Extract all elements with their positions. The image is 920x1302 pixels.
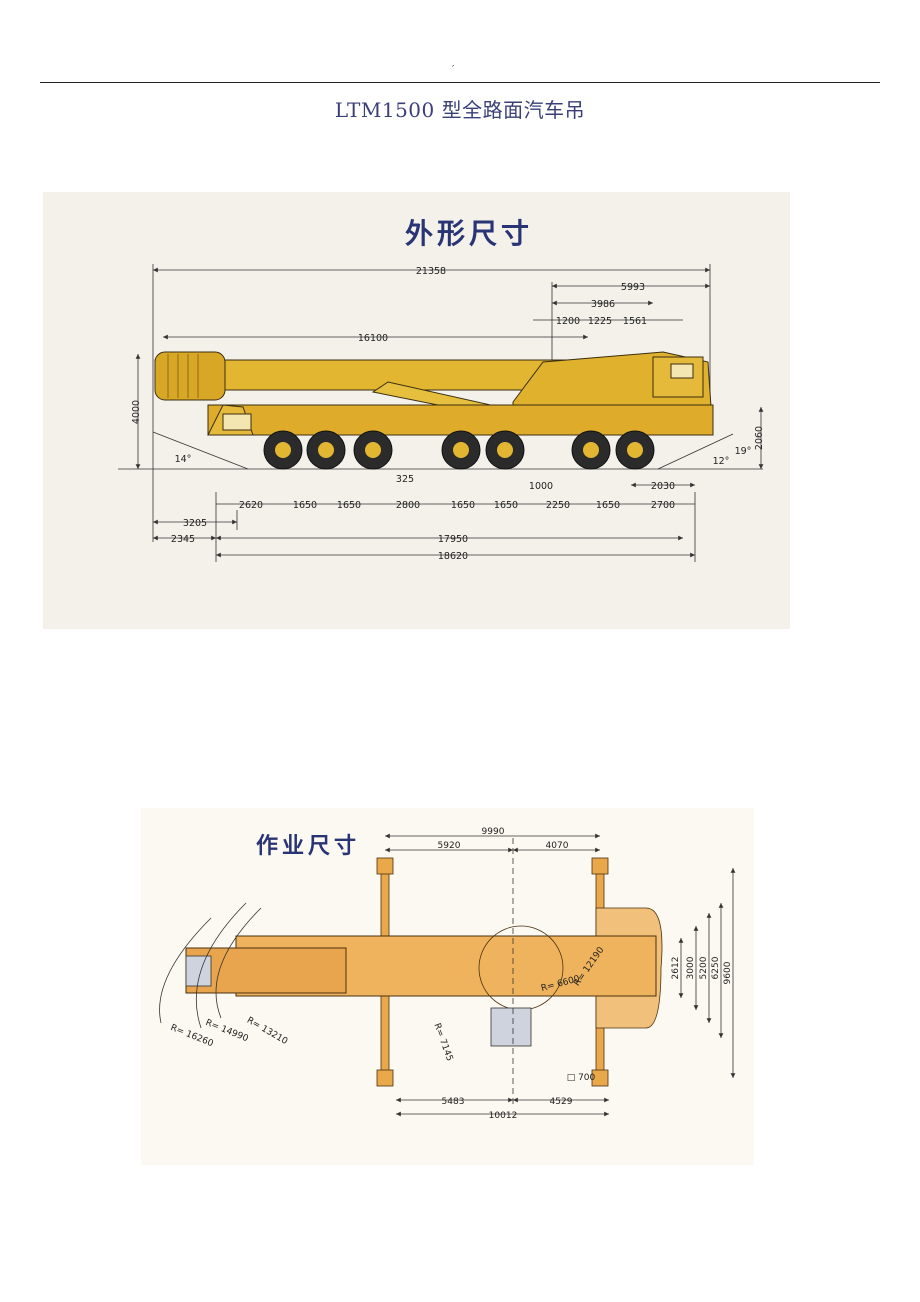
axle-2250: 2250 — [546, 500, 570, 511]
dim-2345: 2345 — [171, 534, 195, 545]
dim-4529: 4529 — [550, 1097, 573, 1107]
working-dimensions-title: 作业尺寸 — [256, 834, 361, 859]
header-rule — [40, 82, 880, 83]
dim-9990: 9990 — [482, 827, 505, 837]
ground-clearance: 325 — [396, 474, 414, 485]
dim-10012: 10012 — [489, 1111, 518, 1121]
header-mark: ′ — [452, 64, 455, 75]
dim-5483: 5483 — [442, 1097, 465, 1107]
dim-3000: 3000 — [686, 956, 696, 979]
axle-1650-e: 1650 — [596, 500, 620, 511]
dim-2030: 2030 — [651, 481, 675, 492]
axle-2620: 2620 — [239, 500, 263, 511]
radius-13210: R= 13210 — [245, 1016, 289, 1047]
axle-1650-d: 1650 — [494, 500, 518, 511]
dim-16100: 16100 — [358, 333, 388, 344]
dim-1561: 1561 — [623, 316, 647, 327]
document-title: LTM1500 型全路面汽车吊 — [334, 98, 586, 122]
exterior-dimensions-title: 外形尺寸 — [405, 217, 534, 250]
dim-1225: 1225 — [588, 316, 612, 327]
approach-angle-19: 19° — [735, 446, 752, 457]
dim-3205: 3205 — [183, 518, 207, 529]
dim-5993: 5993 — [621, 282, 645, 293]
dim-5200: 5200 — [699, 956, 709, 979]
axle-1650-b: 1650 — [337, 500, 361, 511]
approach-angle-front: 14° — [175, 454, 192, 465]
dim-3986: 3986 — [591, 299, 615, 310]
radius-7145: R= 7145 — [431, 1022, 454, 1063]
exterior-dimensions-figure: 外形尺寸 — [43, 192, 790, 629]
dim-1200: 1200 — [556, 316, 580, 327]
dim-9600: 9600 — [723, 961, 733, 984]
dim-4070: 4070 — [546, 841, 569, 851]
dim-height-4000: 4000 — [131, 400, 142, 424]
dim-height-2060: 2060 — [754, 426, 765, 450]
dim-5920: 5920 — [438, 841, 461, 851]
dim-17950: 17950 — [438, 534, 468, 545]
axle-2700: 2700 — [651, 500, 675, 511]
dim-2612: 2612 — [671, 957, 681, 980]
departure-angle-12: 12° — [713, 456, 730, 467]
axle-2800: 2800 — [396, 500, 420, 511]
working-dimensions-figure: 作业尺寸 — [141, 808, 754, 1165]
crane-top-view-drawing: 9990 5920 4070 2612 3000 5200 6250 9600 … — [159, 827, 736, 1121]
dim-1000: 1000 — [529, 481, 553, 492]
dim-18620: 18620 — [438, 551, 468, 562]
axle-1650-c: 1650 — [451, 500, 475, 511]
crane-side-view-drawing: 21358 5993 3986 1200 1225 1561 16100 400… — [118, 264, 765, 562]
axle-1650-a: 1650 — [293, 500, 317, 511]
dim-6250: 6250 — [711, 956, 721, 979]
outrigger-pad-size: □ 700 — [567, 1073, 596, 1083]
dim-overall-length: 21358 — [416, 266, 446, 277]
